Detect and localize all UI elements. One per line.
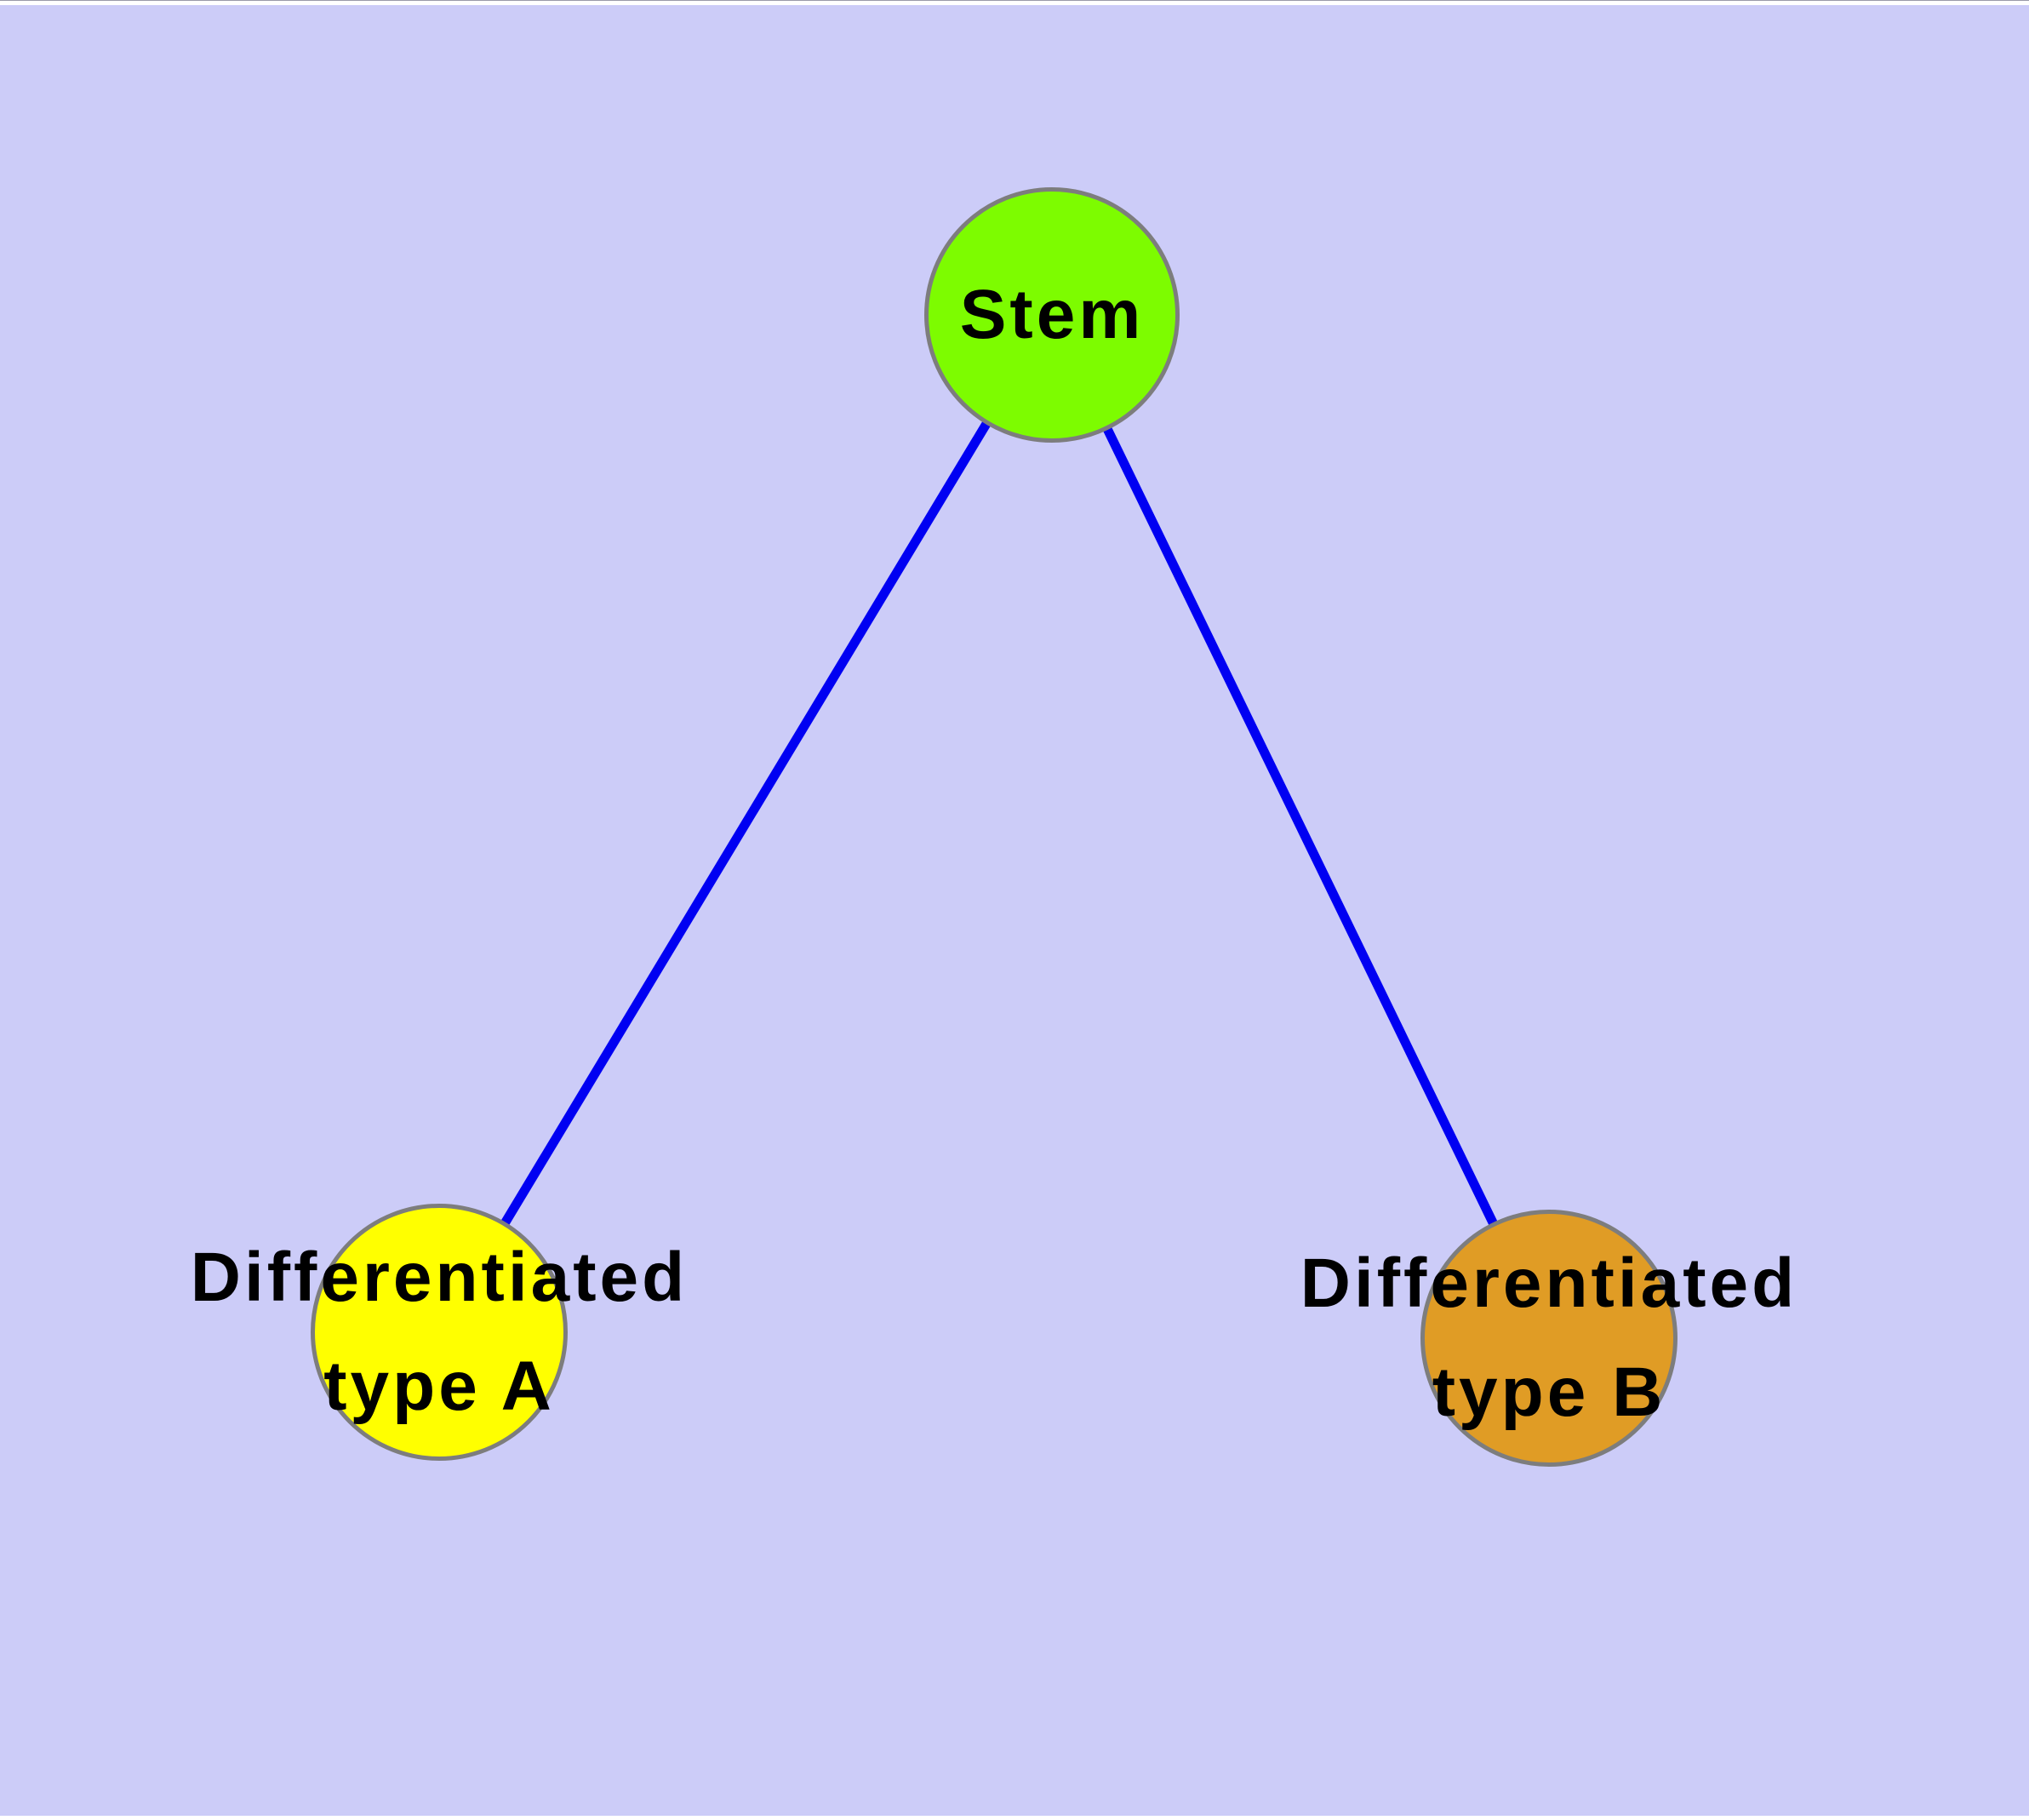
node-typeB-label: Differentiated type B [1209, 1229, 1889, 1447]
node-typeA-label-line2: type A [323, 1348, 555, 1425]
edge-stem-to-typeA [435, 312, 1056, 1335]
node-typeB-label-line2: type B [1432, 1354, 1666, 1431]
node-stem[interactable] [924, 187, 1180, 443]
top-margin-strip [0, 0, 2029, 5]
bottom-margin-strip [0, 1816, 2029, 1820]
node-stem-label: Stem [959, 276, 1145, 353]
node-typeA-label-line1: Differentiated [190, 1239, 689, 1316]
node-differentiated-type-a[interactable] [311, 1204, 568, 1461]
node-typeA-label: Differentiated type A [99, 1223, 780, 1441]
node-typeB-label-line1: Differentiated [1300, 1245, 1798, 1322]
edge-stem-to-typeB [1048, 312, 1553, 1341]
node-differentiated-type-b[interactable] [1420, 1210, 1677, 1467]
